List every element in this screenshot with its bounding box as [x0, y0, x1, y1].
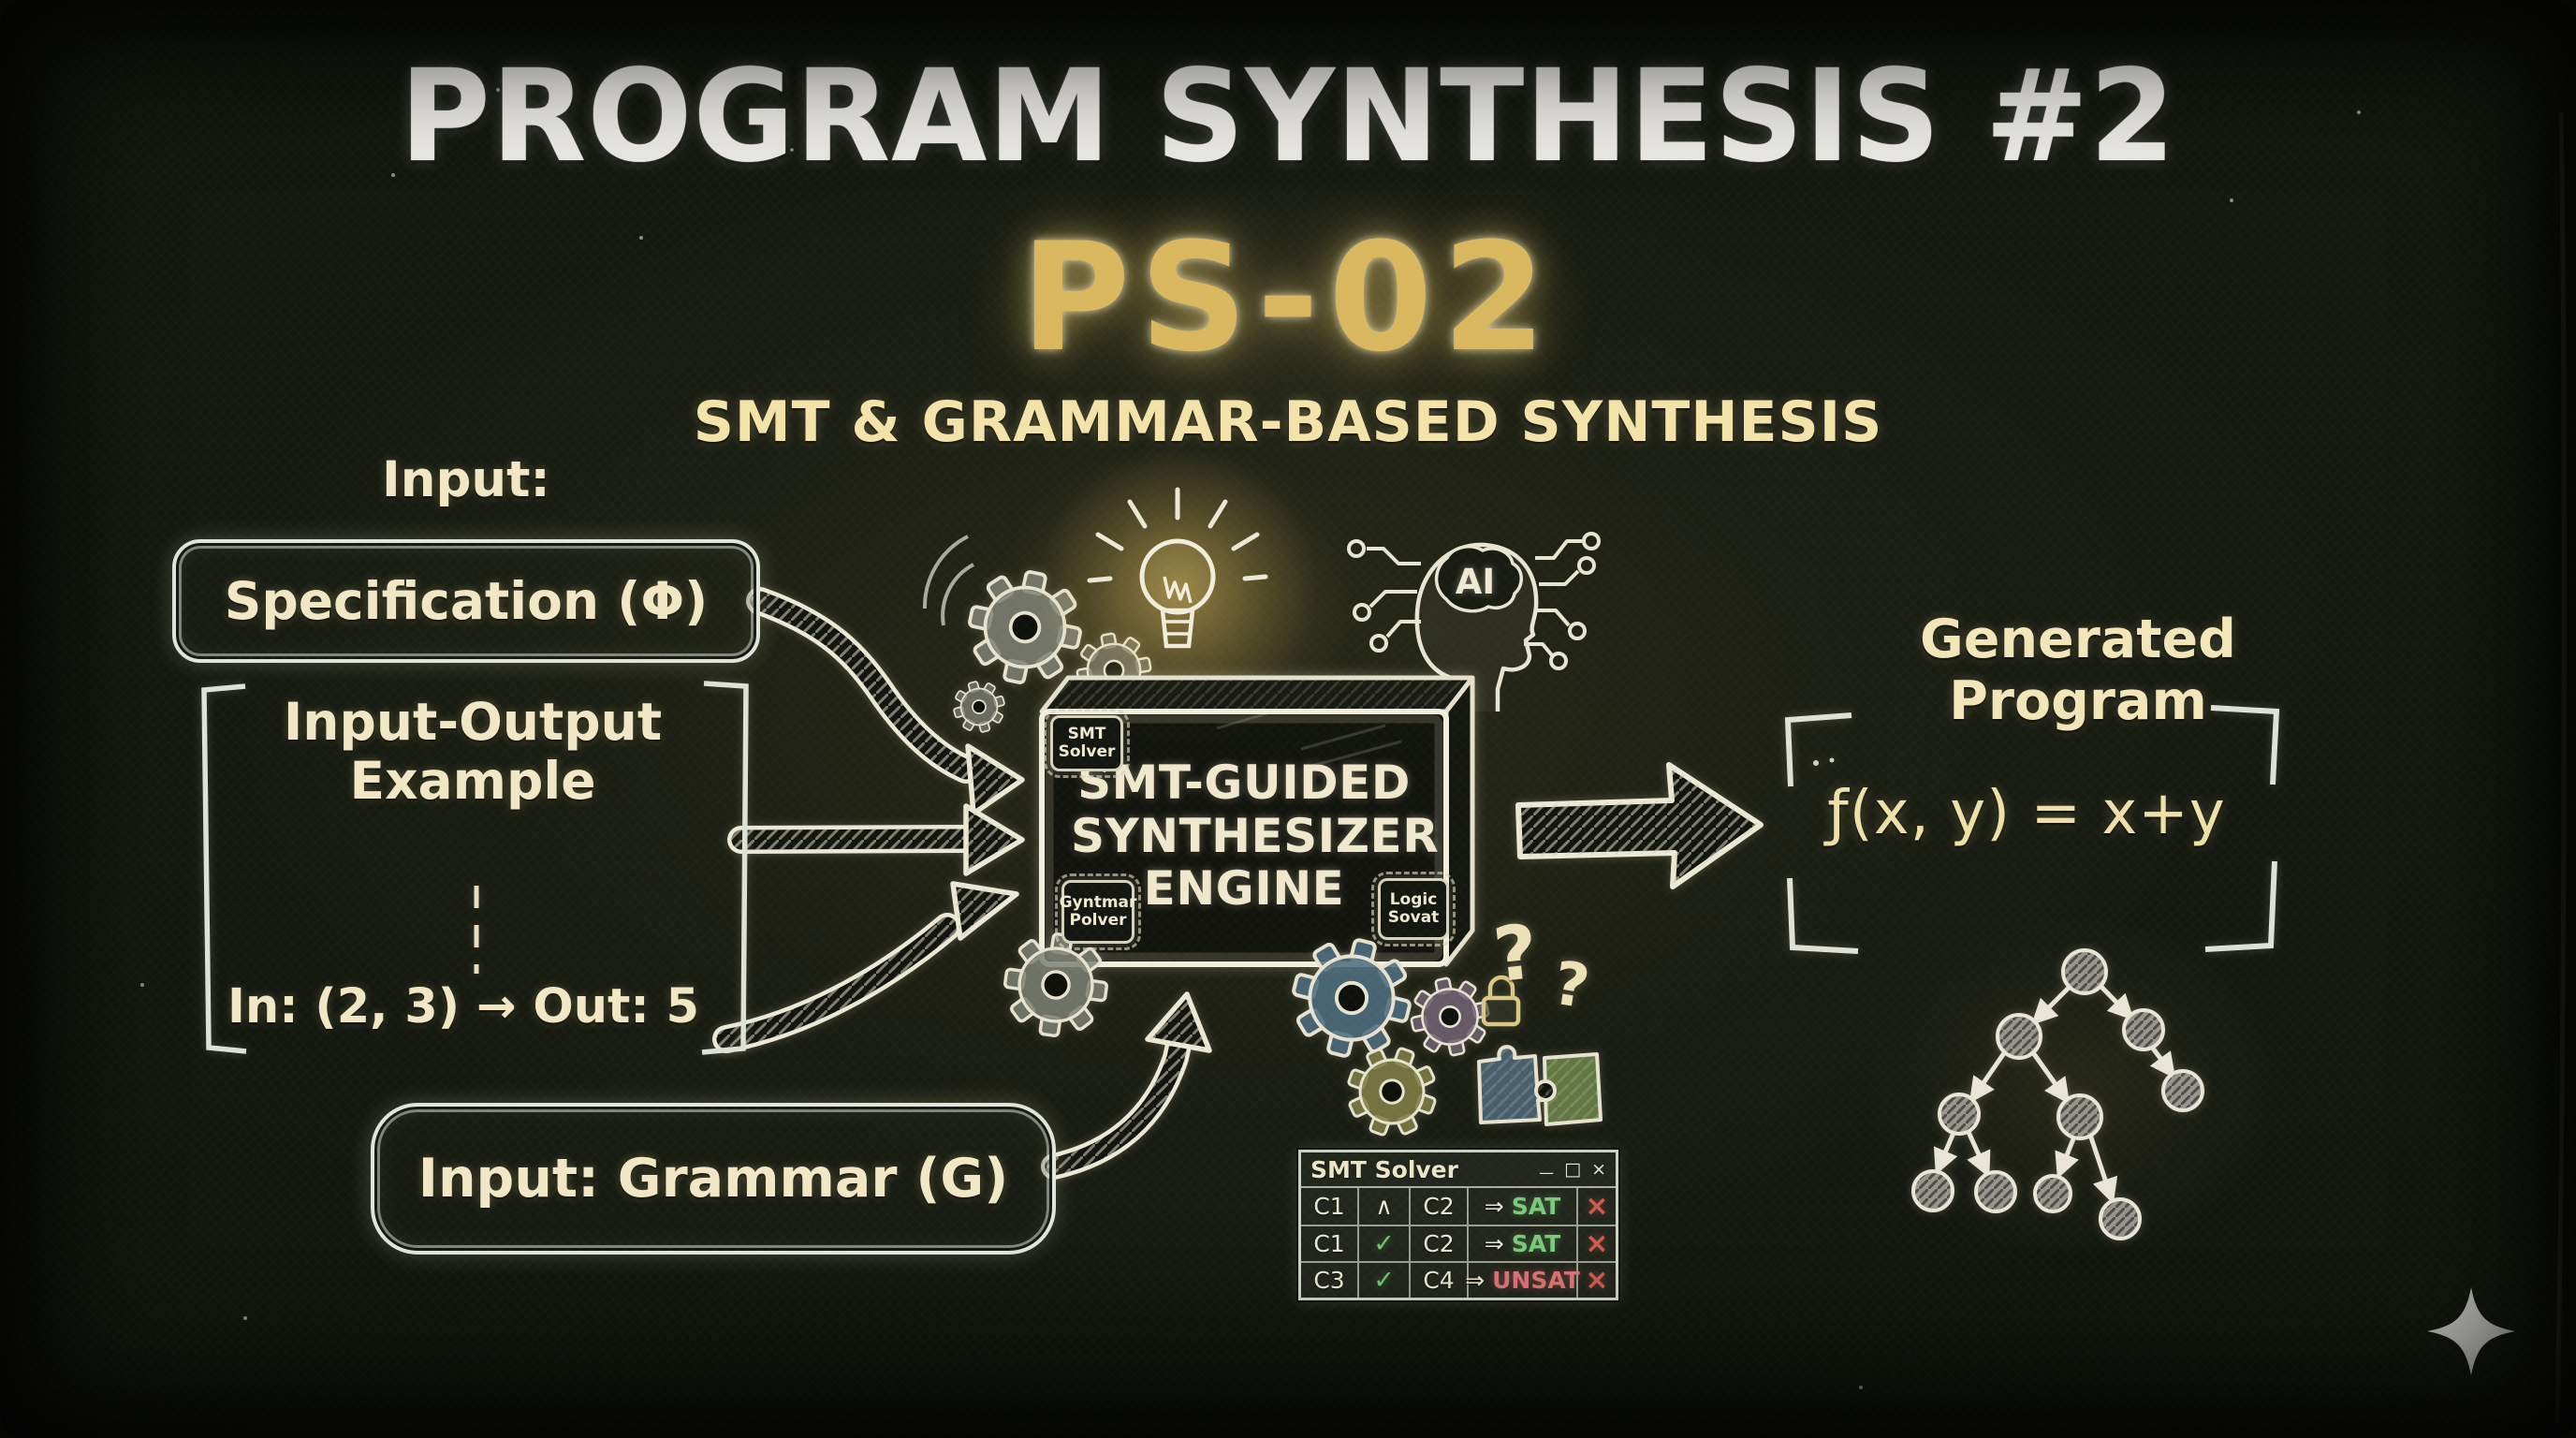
ai-brain-label: AI: [1455, 562, 1496, 602]
remove-row-icon: ×: [1578, 1261, 1616, 1298]
smt-solver-window-controls: — □ ×: [1539, 1158, 1606, 1181]
arrow-grammar: [1041, 991, 1212, 1180]
smt-solver-chip-icon: SMT Solver: [1044, 709, 1130, 778]
implies-arrow: ⇒: [1465, 1267, 1486, 1294]
logic-chip-line2: Sovat: [1387, 908, 1440, 927]
result-cell: ⇒ UNSAT: [1465, 1261, 1580, 1298]
maximize-icon: □: [1564, 1158, 1582, 1180]
io-example-title-line1: Input-Output: [283, 692, 663, 752]
output-arrow: [1515, 762, 1764, 889]
constraint-cell: C2: [1411, 1188, 1469, 1225]
result-cell: ⇒ SAT: [1469, 1225, 1578, 1261]
io-example-title-line2: Example: [349, 751, 596, 812]
constraint-cell: C3: [1301, 1261, 1359, 1298]
constraint-cell: C1: [1301, 1225, 1359, 1261]
smt-solver-table: C1 ∧ C2 ⇒ SAT × C1 ✓ C2 ⇒ SAT × C3 ✓ C4 …: [1301, 1188, 1616, 1298]
input-section-label: Input:: [382, 451, 550, 508]
smt-chip-line2: Solver: [1058, 742, 1116, 761]
constraint-cell: C1: [1301, 1188, 1359, 1225]
page-title: PROGRAM SYNTHESIS #2: [400, 43, 2176, 191]
check-icon: ✓: [1359, 1225, 1411, 1261]
remove-row-icon: ×: [1585, 1190, 1609, 1223]
smt-solver-titlebar: SMT Solver — □ ×: [1301, 1152, 1616, 1188]
result-badge: SAT: [1511, 1230, 1561, 1257]
sparkle-icon: [2427, 1287, 2515, 1375]
question-mark-doodle: ?: [1489, 907, 1543, 1000]
grammar-box: Input: Grammar (G): [371, 1103, 1056, 1255]
logic-solver-chip-icon: Logic Sovat: [1371, 872, 1456, 946]
generated-program-heading: Generated Program: [1920, 609, 2236, 732]
smt-solver-window-title: SMT Solver: [1310, 1155, 1458, 1183]
smt-chip-line1: SMT: [1067, 725, 1106, 744]
arrow-io-example: [727, 803, 1025, 876]
lightbulb-icon: [1037, 448, 1318, 728]
io-example-title: Input-Output Example: [206, 692, 739, 812]
grammar-label: Input: Grammar (G): [417, 1148, 1009, 1210]
question-mark-doodle: ?: [1548, 948, 1594, 1023]
engine-title: SMT-GUIDED SYNTHESIZER ENGINE: [1071, 756, 1440, 916]
gear-bottom-left: [997, 926, 1115, 1044]
implies-arrow: ⇒: [1484, 1230, 1504, 1257]
puzzle-pieces-icon: [1477, 1045, 1603, 1126]
specification-label: Specification (Φ): [224, 571, 709, 631]
colored-gears: [1279, 925, 1521, 1150]
close-icon: ×: [1591, 1158, 1606, 1180]
remove-row-icon: ×: [1578, 1225, 1616, 1261]
engine-title-line3: ENGINE: [1143, 861, 1345, 916]
engine-title-line1: SMT-GUIDED: [1077, 756, 1411, 810]
grammar-chip-line1: Gyntmar: [1059, 893, 1137, 913]
result-badge: SAT: [1511, 1193, 1561, 1220]
specification-box: Specification (Φ): [172, 539, 760, 663]
constraint-cell: C2: [1411, 1225, 1469, 1261]
grammar-parser-chip-icon: Gyntmar Polver: [1055, 873, 1141, 950]
gears-top-cluster: [944, 560, 1158, 742]
implies-arrow: ⇒: [1484, 1193, 1504, 1220]
generated-program-formula: ƒ(x, y) = x+y: [1827, 779, 2226, 848]
logic-chip-line1: Logic: [1389, 890, 1438, 910]
result-badge: UNSAT: [1492, 1267, 1580, 1294]
arrow-specification: [746, 587, 1025, 816]
smt-solver-window: SMT Solver — □ × C1 ∧ C2 ⇒ SAT × C1 ✓ C2…: [1298, 1150, 1618, 1300]
ai-head-icon: [1347, 532, 1601, 712]
operator-cell: ∧: [1359, 1188, 1411, 1225]
check-icon: ✓: [1359, 1261, 1411, 1298]
result-cell: ⇒ SAT: [1469, 1188, 1578, 1225]
grammar-chip-line2: Polver: [1069, 911, 1127, 930]
arrow-example-line: [712, 881, 1019, 1053]
syntax-tree: [1911, 948, 2204, 1240]
io-example-value: In: (2, 3) → Out: 5: [227, 979, 700, 1034]
gear-motion-arcs: [922, 535, 974, 626]
constraint-cell: C4: [1411, 1261, 1469, 1298]
minimize-icon: —: [1539, 1164, 1555, 1181]
page-subtitle: SMT & GRAMMAR-BASED SYNTHESIS: [693, 389, 1883, 455]
engine-title-line2: SYNTHESIZER: [1071, 808, 1440, 863]
episode-code: PS-02: [1020, 210, 1556, 385]
